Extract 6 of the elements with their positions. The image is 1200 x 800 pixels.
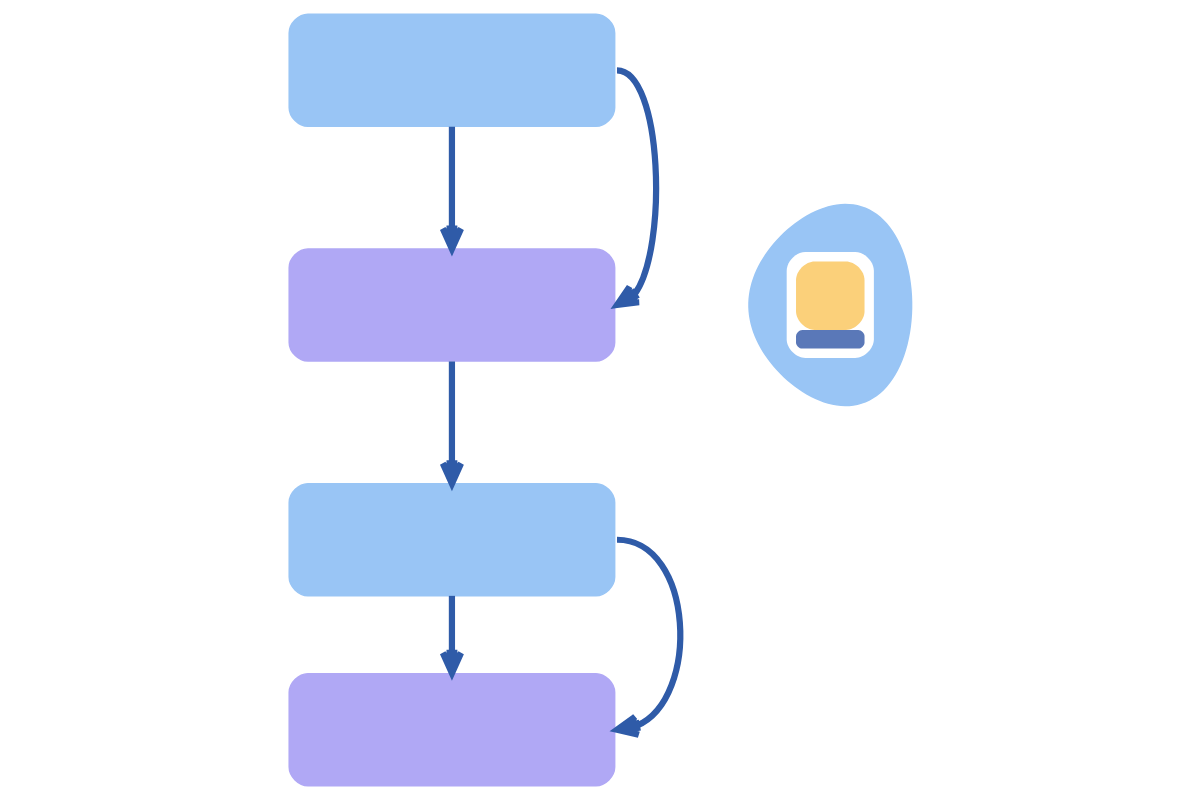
node-picture — [747, 203, 912, 407]
node-box — [287, 482, 615, 597]
node-box — [287, 248, 615, 362]
node-box — [287, 672, 615, 787]
node-box — [287, 13, 615, 128]
arrow — [613, 67, 659, 309]
